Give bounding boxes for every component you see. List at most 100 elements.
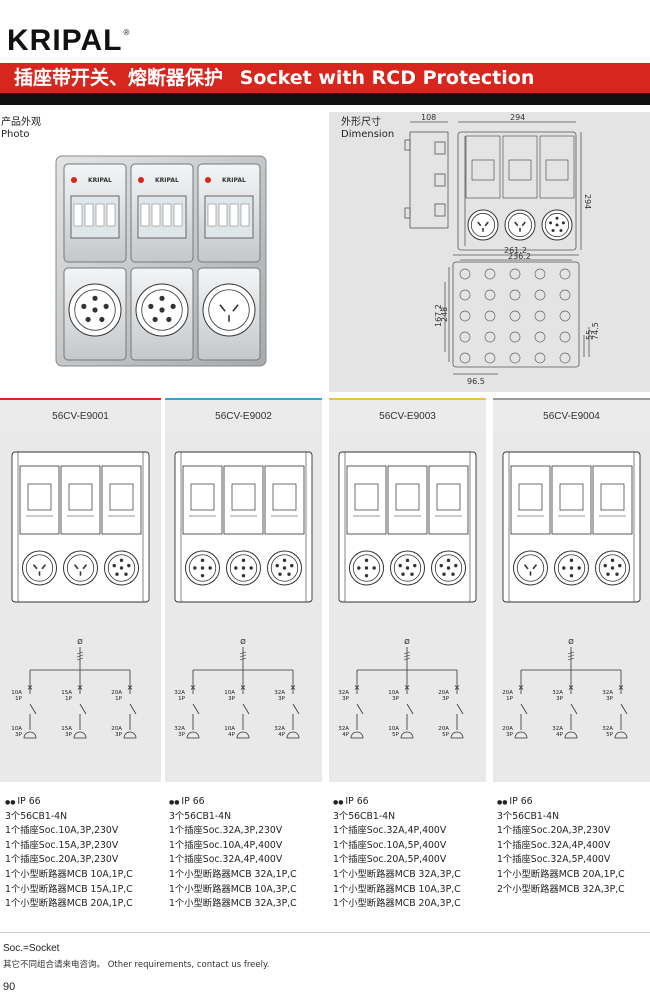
- dim-hole: [509, 310, 521, 322]
- pin: [454, 563, 458, 568]
- pin: [610, 566, 615, 570]
- breaker-window: [559, 483, 584, 511]
- outlet-poles: 5P: [442, 732, 449, 738]
- device-badge: KRIPAL: [88, 177, 112, 184]
- dim-hole: [509, 268, 521, 280]
- breaker-contact: [406, 703, 414, 715]
- spec-line: 3个56CB1-4N: [5, 810, 68, 822]
- breaker-rating: 20A: [111, 690, 122, 696]
- page-title-en: Socket with RCD Protection: [239, 67, 535, 89]
- pin: [398, 563, 402, 568]
- model-header: 56CV-E9001: [0, 398, 161, 432]
- breaker-poles: 3P: [278, 696, 285, 702]
- socket-ring: [507, 212, 533, 238]
- breaker-switch: [140, 203, 150, 227]
- pin: [446, 558, 451, 563]
- breaker-window: [68, 483, 93, 511]
- dim-window: [508, 159, 532, 181]
- breaker-contact: [292, 703, 300, 715]
- outlet-symbol: [350, 731, 364, 739]
- outlet-rating: 10A: [388, 726, 399, 732]
- socket-ring: [141, 289, 183, 331]
- spec-line: 1个插座Soc.10A,3P,230V: [5, 825, 119, 837]
- divider: [0, 932, 650, 933]
- dim-hole: [559, 331, 571, 343]
- pin: [32, 564, 38, 570]
- model-header: 56CV-E9003: [329, 398, 486, 432]
- dim-hole: [534, 331, 546, 343]
- phase-mark: [239, 651, 247, 655]
- ip-text: IP 66: [17, 796, 41, 807]
- pin: [249, 566, 253, 570]
- page-number: 90: [3, 981, 16, 993]
- outlet-rating: 10A: [11, 726, 22, 732]
- pin: [73, 564, 79, 570]
- socket-ring: [352, 554, 381, 582]
- phase-mark: [76, 657, 84, 661]
- spec-line: 1个小型断路器MCB 10A,3P,C: [169, 883, 297, 895]
- breaker-cross: ×: [354, 683, 361, 692]
- pin: [241, 566, 246, 570]
- pin: [278, 572, 282, 576]
- breaker-module: [510, 465, 551, 535]
- spec-line: 1个插座Soc.20A,5P,400V: [333, 854, 447, 866]
- page-title-bar: 插座带开关、熔断器保护 Socket with RCD Protection: [0, 63, 650, 93]
- breaker-poles: 3P: [606, 696, 613, 702]
- pin: [219, 304, 226, 312]
- phase-mark: [403, 651, 411, 655]
- pin: [234, 566, 238, 570]
- pin: [200, 558, 205, 563]
- pin: [405, 566, 410, 570]
- breaker-contact: [129, 703, 137, 715]
- breaker-cross: ×: [240, 683, 247, 692]
- outlet-rating: 32A: [602, 726, 613, 732]
- dimension-drawing: 108 294 294 261.2 236.2 167.2 248 96.5 5…: [404, 113, 600, 386]
- phase-mark: [403, 654, 411, 658]
- water-drop-icon: ●●: [333, 799, 346, 806]
- page-title-zh: 插座带开关、熔断器保护: [14, 67, 224, 89]
- breaker-window: [395, 483, 420, 511]
- pin: [170, 303, 176, 309]
- dim-hole: [534, 289, 546, 301]
- pin: [562, 566, 566, 570]
- pin: [92, 307, 98, 313]
- breaker-window: [190, 483, 215, 511]
- outlet-symbol: [564, 731, 578, 739]
- breaker-cross: ×: [618, 683, 625, 692]
- pin: [82, 564, 88, 570]
- pin: [152, 316, 158, 323]
- outlet-symbol: [400, 731, 414, 739]
- outlet-symbol: [73, 731, 87, 739]
- pin: [569, 566, 574, 570]
- pin: [477, 221, 482, 227]
- breaker-switch: [151, 203, 161, 227]
- breaker-cross: ×: [127, 683, 134, 692]
- outlet-symbol: [614, 731, 628, 739]
- phase-mark: [567, 657, 575, 661]
- pin: [561, 221, 565, 225]
- outlet-poles: 4P: [556, 732, 563, 738]
- socket-ring: [74, 289, 116, 331]
- breaker-cross: ×: [518, 683, 525, 692]
- breaker-module: [387, 465, 428, 535]
- breaker-module: [346, 465, 387, 535]
- breaker-module: [182, 465, 223, 535]
- pin: [200, 573, 205, 578]
- spec-line: 1个小型断路器MCB 20A,1P,C: [497, 868, 625, 880]
- pin: [287, 572, 291, 576]
- breaker-window: [272, 483, 297, 511]
- dim-height: 294: [583, 194, 592, 209]
- pin: [232, 304, 239, 312]
- water-drop-icon: ●●: [5, 799, 18, 806]
- dim-hole: [509, 289, 521, 301]
- spec-line: 2个小型断路器MCB 32A,3P,C: [497, 883, 625, 895]
- header-divider: [0, 93, 650, 105]
- pin: [92, 295, 98, 301]
- pin: [85, 316, 91, 323]
- dim-hole: [484, 310, 496, 322]
- socket-icon: [202, 283, 256, 337]
- breaker-cross: ×: [568, 683, 575, 692]
- breaker-switch: [162, 203, 172, 227]
